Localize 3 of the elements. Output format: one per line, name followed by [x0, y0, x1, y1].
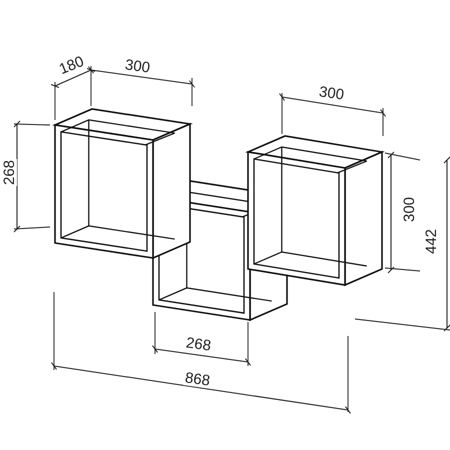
dimension-label: 868 [183, 370, 212, 389]
dimension-label: 268 [2, 158, 18, 186]
dimension-label: 300 [402, 196, 418, 224]
